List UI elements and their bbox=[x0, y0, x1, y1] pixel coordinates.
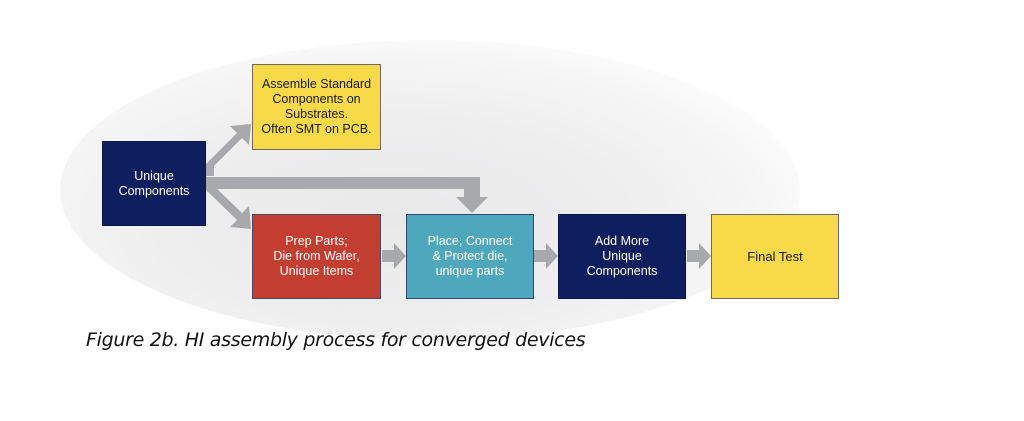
node-add-more-unique-components: Add More Unique Components bbox=[558, 214, 686, 299]
node-unique-components: Unique Components bbox=[102, 141, 206, 226]
node-final-test: Final Test bbox=[711, 214, 839, 299]
figure-caption: Figure 2b. HI assembly process for conve… bbox=[86, 329, 586, 351]
node-prep-parts: Prep Parts; Die from Wafer, Unique Items bbox=[252, 214, 381, 299]
arrow-prep-to-place bbox=[382, 243, 406, 269]
arrow-unique-to-assemble bbox=[206, 124, 251, 176]
arrow-addmore-to-final bbox=[687, 243, 711, 269]
arrow-place-to-addmore bbox=[534, 243, 558, 269]
node-assemble-standard-components: Assemble Standard Components on Substrat… bbox=[252, 64, 381, 150]
arrow-unique-to-place bbox=[206, 177, 488, 213]
node-place-connect-protect: Place, Connect & Protect die, unique par… bbox=[406, 214, 534, 299]
arrow-unique-to-prep bbox=[206, 186, 251, 229]
